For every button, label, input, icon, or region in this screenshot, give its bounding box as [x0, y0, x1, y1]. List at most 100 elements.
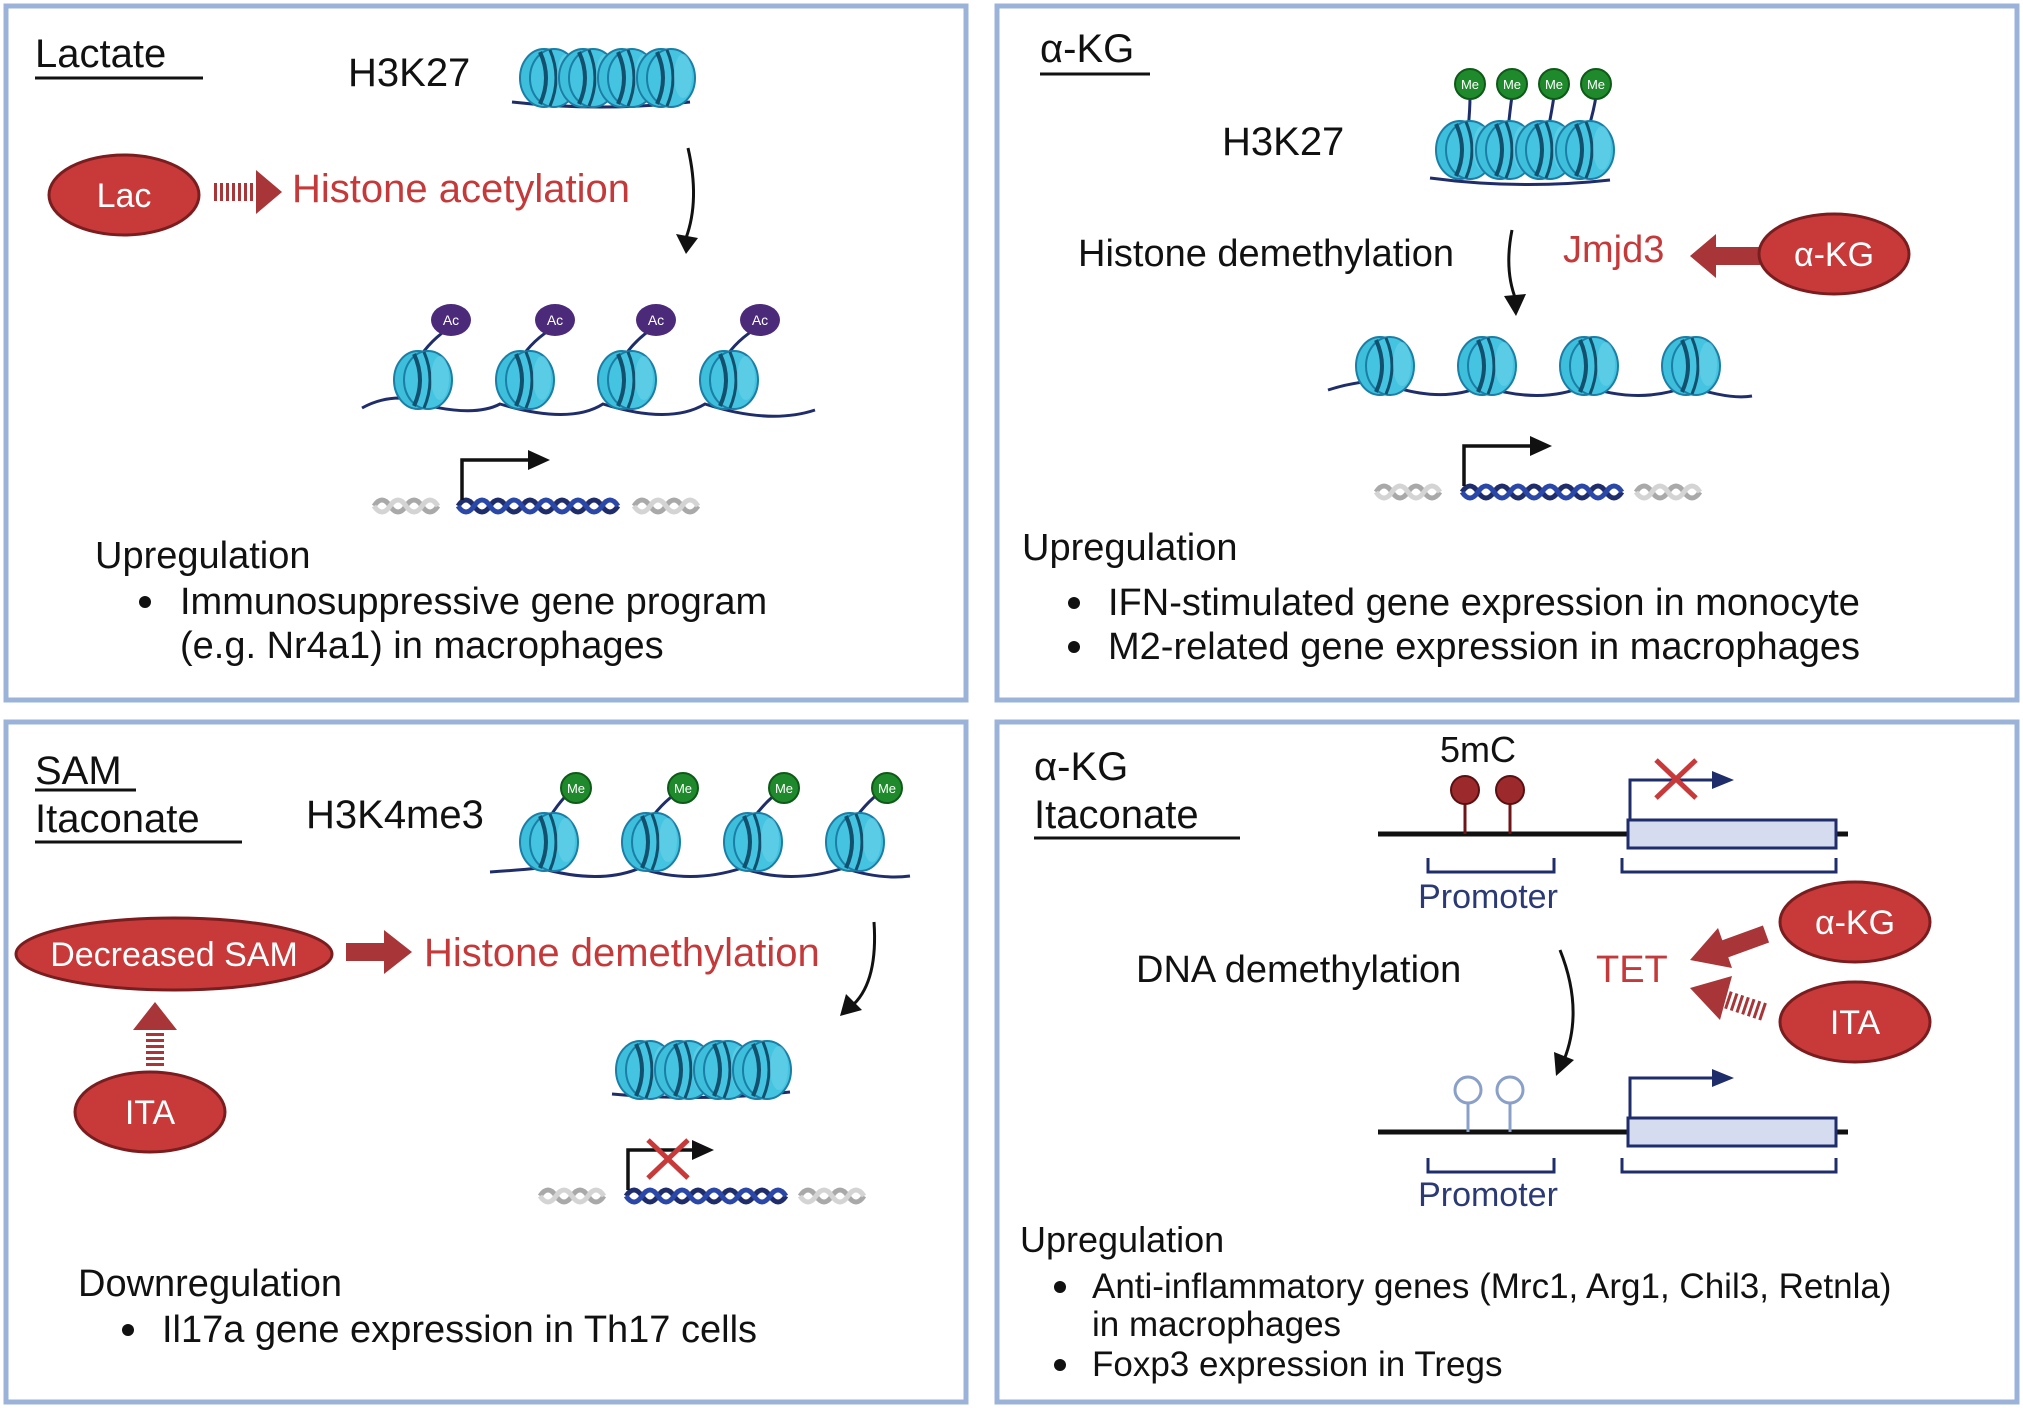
itaconate-oval — [1778, 980, 1932, 1064]
enzyme-label: TET — [1596, 949, 1668, 991]
promoter-label: Promoter — [1418, 1176, 1558, 1214]
svg-text:Ac: Ac — [648, 312, 664, 328]
histone-mark-label: H3K4me3 — [306, 793, 484, 837]
panel-akg-title: α-KG — [1040, 27, 1134, 71]
lactate-oval — [47, 153, 201, 237]
panel-dna-title-line2: Itaconate — [1034, 793, 1199, 837]
block-cross-icon — [646, 1138, 690, 1180]
akg-oval — [1757, 212, 1911, 296]
panel-lactate-title: Lactate — [35, 32, 166, 76]
bullet-dot — [139, 596, 151, 608]
bullet-text: Il17a gene expression in Th17 cells — [162, 1309, 757, 1351]
bullet-text: Foxp3 expression in Tregs — [1092, 1345, 1502, 1384]
methyl-group-icon: Me — [871, 772, 903, 804]
bullet-text: (e.g. Nr4a1) in macrophages — [180, 625, 664, 667]
svg-text:Me: Me — [878, 781, 896, 796]
bullet-dot — [1054, 1281, 1066, 1293]
panel-dna-title-line1: α-KG — [1034, 745, 1128, 789]
process-label: Histone demethylation — [424, 931, 820, 975]
dna-helix-icon — [540, 1190, 864, 1202]
promoter-bracket — [1426, 1158, 1556, 1174]
panel-lactate-border — [3, 3, 969, 703]
curved-arrow — [852, 921, 877, 1006]
bullet-text: M2-related gene expression in macrophage… — [1108, 626, 1860, 668]
bullet-dot — [1068, 597, 1080, 609]
panel-dna-demethylation-border — [994, 719, 2020, 1405]
promote-arrow-dashed — [1690, 976, 1767, 1021]
nucleosome-icon — [511, 47, 697, 109]
methyl-group-icon: Me — [667, 772, 699, 804]
akg-oval-label: α-KG — [1794, 236, 1874, 274]
curved-arrow — [1558, 949, 1575, 1061]
effect-label: Upregulation — [1022, 527, 1237, 569]
transcription-arrow-icon — [1628, 1076, 1716, 1118]
dna-helix-icon — [374, 500, 698, 512]
decreased-sam-oval — [14, 916, 334, 992]
gene-box-icon — [1626, 818, 1838, 850]
lollipop-methyl-icon — [1495, 1075, 1525, 1132]
promote-arrow-solid — [1690, 925, 1770, 968]
transcription-arrow-icon — [460, 458, 532, 500]
itaconate-oval-label: ITA — [125, 1094, 176, 1132]
panel-sam-title-line2: Itaconate — [35, 797, 200, 841]
transcription-arrow-icon — [626, 1148, 696, 1190]
promote-arrow-solid — [346, 930, 412, 974]
svg-text:Me: Me — [567, 781, 585, 796]
process-label: DNA demethylation — [1136, 949, 1461, 991]
methyl-group-icon: Me — [1454, 68, 1486, 100]
methylated-chromatin-spread: Me Me Me Me — [489, 772, 911, 879]
effect-label: Downregulation — [78, 1263, 342, 1305]
methylated-locus — [1378, 758, 1848, 874]
lollipop-methyl-icon — [1453, 1075, 1483, 1132]
promote-arrow-solid — [1690, 234, 1760, 278]
panel-akg-border — [994, 3, 2020, 703]
effect-label: Upregulation — [95, 535, 310, 577]
curved-arrow — [1507, 229, 1518, 301]
itaconate-oval — [73, 1070, 227, 1154]
svg-text:Ac: Ac — [443, 312, 459, 328]
bullet-text: in macrophages — [1092, 1305, 1341, 1344]
acetyl-group-icon: Ac — [740, 304, 780, 336]
panel-sam-title-line1: SAM — [35, 749, 122, 793]
demethylated-locus — [1378, 1069, 1848, 1174]
panel-sam-border — [3, 719, 969, 1405]
promote-arrow-dashed — [214, 170, 282, 214]
lollipop-methyl-icon — [1495, 775, 1525, 834]
decreased-sam-label: Decreased SAM — [50, 936, 298, 974]
bullet-dot — [1068, 641, 1080, 653]
bullet-dot — [122, 1324, 134, 1336]
methylcytosine-label: 5mC — [1440, 729, 1516, 770]
dna-helix-icon — [1376, 486, 1700, 498]
histone-mark-label: H3K27 — [1222, 120, 1344, 164]
curved-arrow — [684, 147, 695, 239]
svg-text:Me: Me — [775, 781, 793, 796]
bullet-dot — [1054, 1359, 1066, 1371]
methyl-group-icon: Me — [768, 772, 800, 804]
process-label: Histone acetylation — [292, 167, 630, 211]
methylated-chromatin-compact: Me Me Me Me — [1429, 68, 1616, 187]
enzyme-label: Jmjd3 — [1563, 229, 1664, 271]
methyl-group-icon: Me — [560, 772, 592, 804]
methyl-group-icon: Me — [1580, 68, 1612, 100]
nucleosome-icon — [611, 1039, 793, 1101]
histone-mark-label: H3K27 — [348, 51, 470, 95]
gene-bracket — [1620, 1158, 1838, 1174]
svg-text:Me: Me — [1587, 77, 1605, 92]
transcription-arrow-icon — [1462, 444, 1534, 486]
bullet-text: Anti-inflammatory genes (Mrc1, Arg1, Chi… — [1092, 1267, 1891, 1306]
itaconate-oval-label: ITA — [1830, 1004, 1881, 1042]
svg-text:Me: Me — [1545, 77, 1563, 92]
bullet-text: Immunosuppressive gene program — [180, 581, 767, 623]
promoter-bracket — [1426, 858, 1556, 874]
gene-box-icon — [1626, 1116, 1838, 1148]
methyl-group-icon: Me — [1496, 68, 1528, 100]
promoter-label: Promoter — [1418, 878, 1558, 916]
acetyl-group-icon: Ac — [431, 304, 471, 336]
acetyl-group-icon: Ac — [636, 304, 676, 336]
block-cross-icon — [1654, 758, 1698, 800]
demethylated-chromatin — [1327, 335, 1753, 399]
acetylated-chromatin: Ac Ac Ac Ac — [361, 304, 816, 418]
lactate-oval-label: Lac — [97, 177, 152, 215]
bullet-text: IFN-stimulated gene expression in monocy… — [1108, 582, 1860, 624]
